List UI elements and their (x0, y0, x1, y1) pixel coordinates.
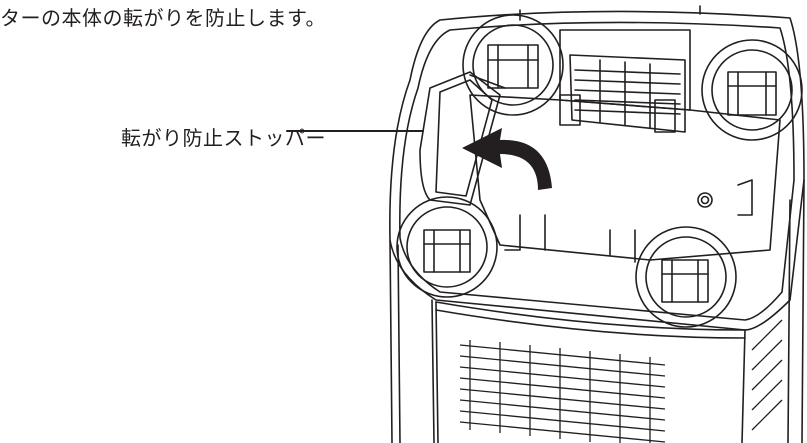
fan-grille (559, 29, 691, 133)
rotate-arrow (462, 128, 552, 190)
caster-bottom-right (635, 226, 737, 328)
top-frame (389, 5, 805, 331)
caster-top-right (701, 39, 803, 141)
heater-body-walls (389, 179, 805, 443)
instruction-caption: ターの本体の転がりを防止します。 (0, 6, 326, 30)
caster-top-left (462, 14, 564, 116)
caster-bottom-left (396, 196, 498, 298)
vent-slots (459, 319, 783, 443)
